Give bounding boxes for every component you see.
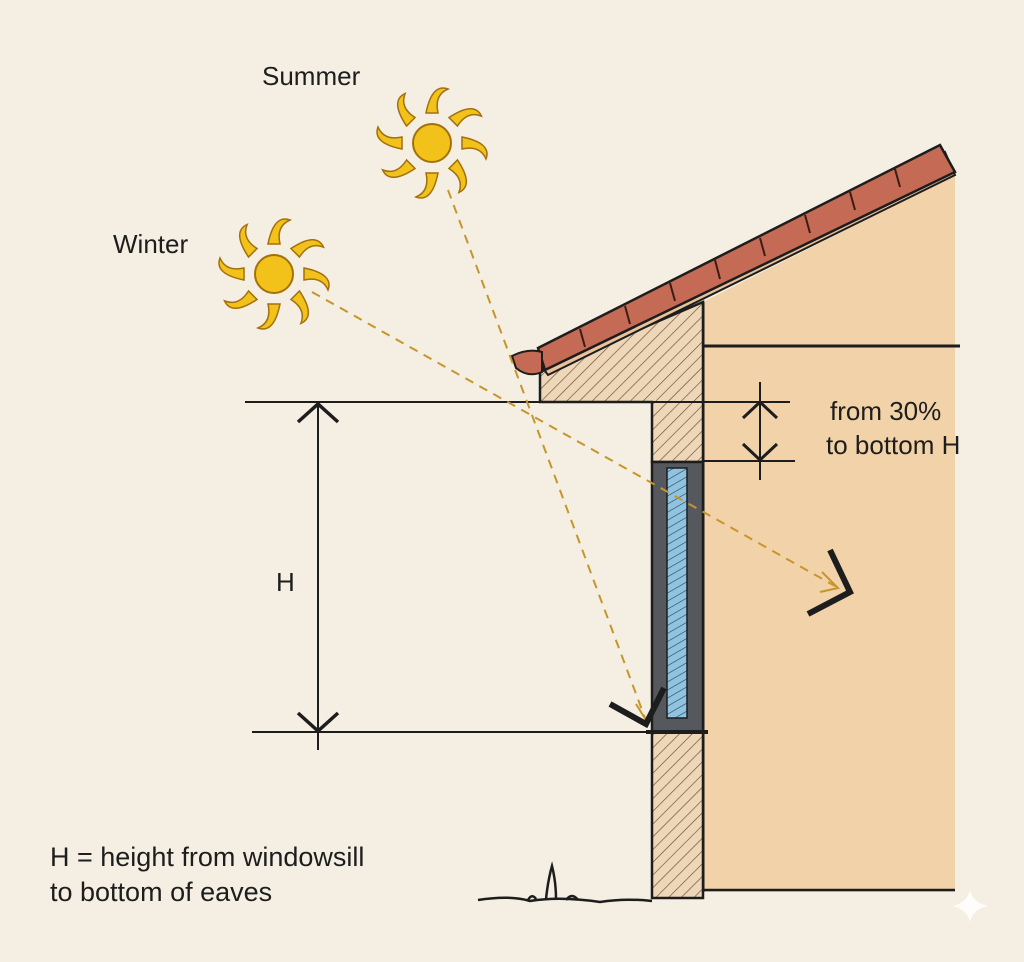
window-glass [666,467,688,719]
height-label: H [276,567,295,597]
definition-line2: to bottom of eaves [50,877,273,907]
definition-line1: H = height from windowsill [50,842,365,872]
summer-label: Summer [262,61,361,91]
summer-sun-ray [447,189,657,722]
wall-section [650,730,705,900]
overhang-label-line2: to bottom H [826,430,961,460]
summer-sun-icon [376,87,488,199]
summer-ray-chevron [608,686,667,729]
winter-sun-ray [311,291,840,593]
winter-sun-icon [218,218,330,330]
window [646,460,708,734]
overhang-label-line1: from 30% [830,396,942,426]
sparkle-icon [952,890,988,922]
overhang-dimension [652,382,795,480]
roof-tile-lines [579,168,901,348]
gutter [510,349,543,376]
winter-label: Winter [113,229,189,259]
height-dimension [245,401,646,750]
winter-ray-chevron [806,548,854,617]
house-wall [703,175,955,892]
ground [477,861,653,904]
